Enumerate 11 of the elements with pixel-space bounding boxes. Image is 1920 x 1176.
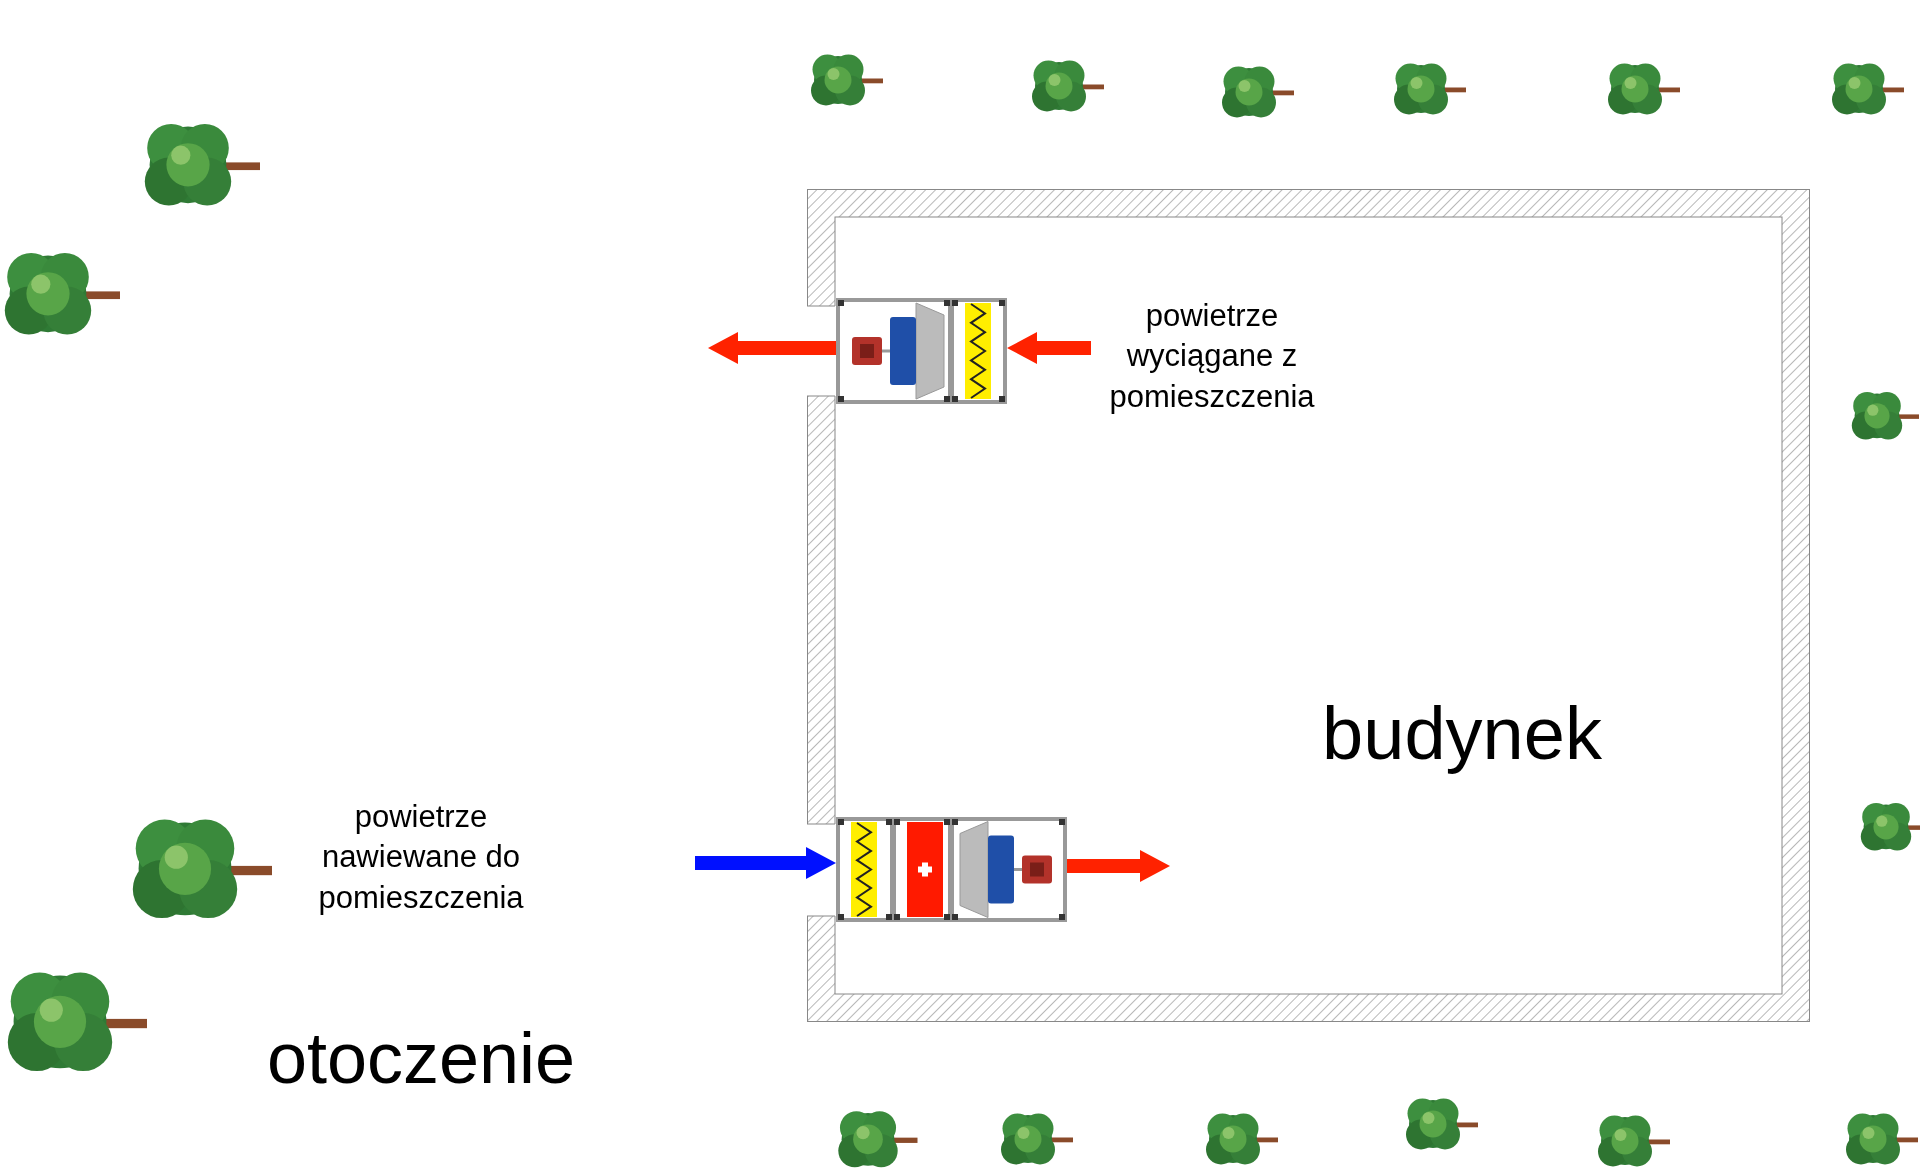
area-label: otoczenie xyxy=(265,1017,577,1100)
building-label: budynek xyxy=(1321,691,1603,777)
supply-air-unit-drawing xyxy=(836,817,1067,922)
airflow-label: powietrze nawiewane do pomieszczenia xyxy=(317,798,525,917)
airflow-arrow xyxy=(695,847,836,879)
airflow-arrow xyxy=(1067,850,1170,882)
airflow-arrow xyxy=(1007,332,1091,364)
building-wall xyxy=(807,189,1810,1022)
airflow-label: powietrze wyciągane z pomieszczenia xyxy=(1108,297,1316,416)
exhaust-fan-unit-drawing xyxy=(836,298,1007,404)
airflow-arrow xyxy=(708,332,836,364)
